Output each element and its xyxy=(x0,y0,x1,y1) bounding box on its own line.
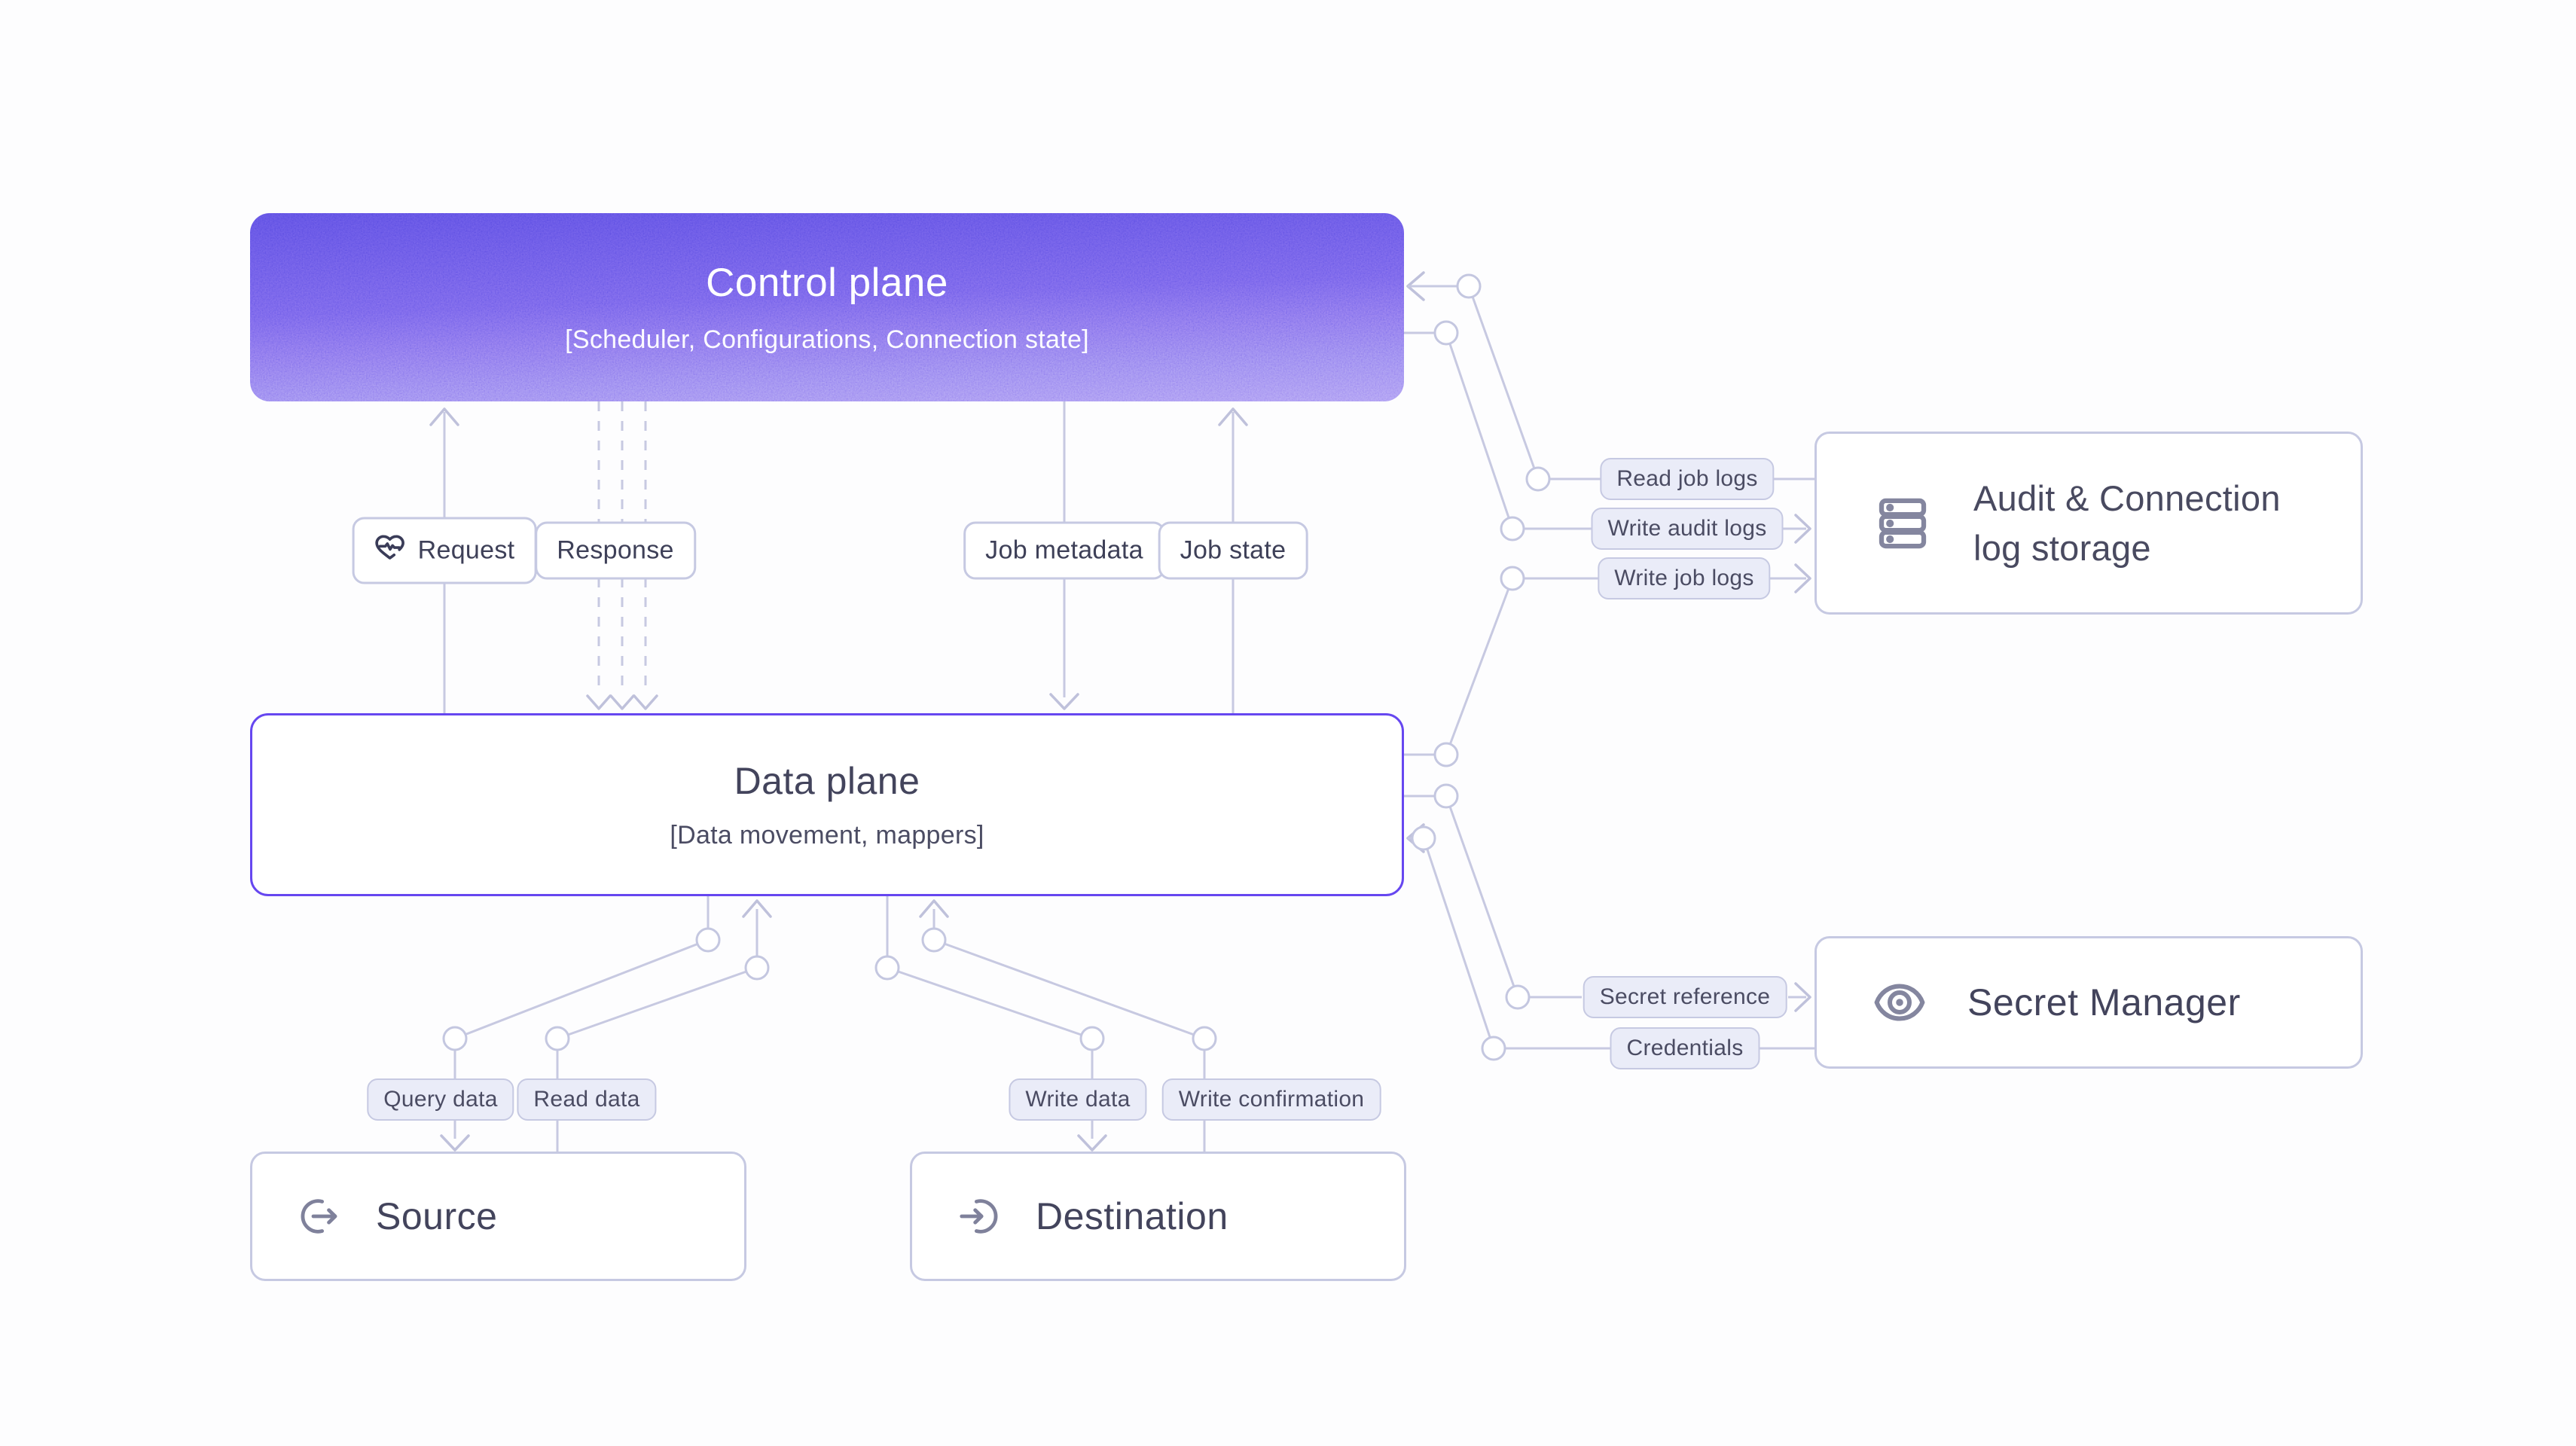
edge-label-job-state-text: Job state xyxy=(1180,535,1286,565)
node-source: Source xyxy=(250,1152,746,1281)
node-data-plane: Data plane [Data movement, mappers] xyxy=(250,713,1404,896)
edge-label-query-data: Query data xyxy=(367,1078,514,1121)
edge-label-request-text: Request xyxy=(417,535,515,565)
heart-pulse-icon xyxy=(374,532,406,570)
destination-title: Destination xyxy=(1036,1195,1228,1237)
node-destination: Destination xyxy=(910,1152,1406,1281)
secret-manager-title: Secret Manager xyxy=(1967,981,2241,1023)
edge-label-write-data: Write data xyxy=(1009,1078,1147,1121)
eye-icon xyxy=(1871,974,1928,1031)
audit-log-storage-title: Audit & Connection log storage xyxy=(1973,474,2281,573)
edge-label-request: Request xyxy=(352,517,537,584)
edge-label-response-text: Response xyxy=(557,535,674,565)
edge-label-read-data: Read data xyxy=(517,1078,657,1121)
database-stack-icon xyxy=(1871,492,1934,555)
audit-title-line2: log storage xyxy=(1973,527,2151,568)
data-plane-subtitle: [Data movement, mappers] xyxy=(670,821,984,850)
edge-label-write-job-logs: Write job logs xyxy=(1598,557,1771,599)
edge-label-credentials: Credentials xyxy=(1610,1027,1760,1069)
control-plane-subtitle: [Scheduler, Configurations, Connection s… xyxy=(565,325,1089,354)
edge-label-job-state: Job state xyxy=(1158,521,1308,580)
edge-label-response: Response xyxy=(535,521,696,580)
node-control-plane: Control plane [Scheduler, Configurations… xyxy=(250,213,1404,401)
edge-label-job-metadata: Job metadata xyxy=(963,521,1165,580)
node-audit-log-storage: Audit & Connection log storage xyxy=(1814,432,2363,615)
control-plane-title: Control plane xyxy=(706,261,948,305)
arrow-in-circle-icon xyxy=(957,1194,1001,1238)
noise-texture xyxy=(250,213,1404,401)
edge-label-read-job-logs: Read job logs xyxy=(1600,458,1775,500)
audit-title-line1: Audit & Connection xyxy=(1973,477,2281,518)
node-secret-manager: Secret Manager xyxy=(1814,936,2363,1069)
edge-label-write-audit-logs: Write audit logs xyxy=(1591,508,1784,550)
data-plane-title: Data plane xyxy=(734,760,920,802)
edge-label-secret-reference: Secret reference xyxy=(1583,976,1787,1018)
source-title: Source xyxy=(376,1195,498,1237)
edge-label-job-metadata-text: Job metadata xyxy=(985,535,1143,565)
edge-label-write-confirmation: Write confirmation xyxy=(1161,1078,1381,1121)
arrow-out-circle-icon xyxy=(298,1194,341,1238)
